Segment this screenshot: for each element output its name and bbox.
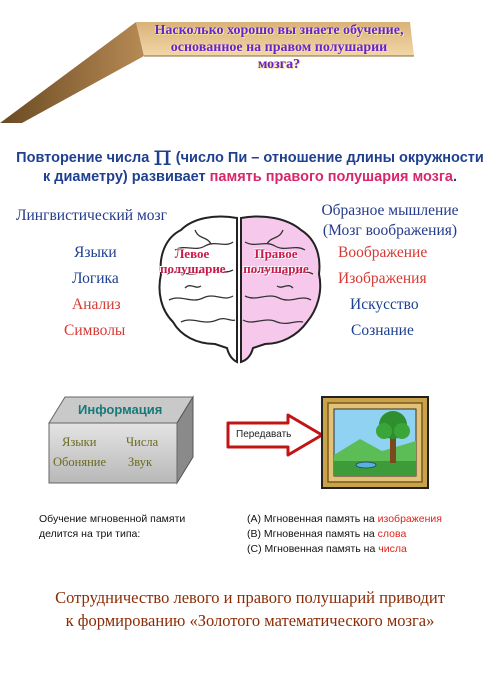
left-brain-heading: Лингвистический мозг: [16, 207, 167, 224]
pi-intro: Повторение числа π (число Пи – отношение…: [0, 142, 500, 187]
intro-line2-start: к диаметру) развивает: [42, 169, 206, 185]
memory-intro: Обучение мгновенной памяти делится на тр…: [39, 512, 185, 542]
right-heading-line1: Образное мышление: [321, 202, 459, 219]
banner-title: Насколько хорошо вы знаете обучение, осн…: [148, 22, 410, 73]
intro-end: .: [452, 169, 458, 185]
left-label-line1: Левое: [174, 246, 210, 261]
info-word-numbers: Числа: [126, 435, 159, 449]
banner-title-line2: основанное на правом полушарии мозга?: [170, 40, 388, 72]
left-label-line2: полушарие: [160, 261, 226, 276]
pi-symbol: π: [153, 139, 172, 172]
memory-type-c-prefix: (C) Мгновенная память на: [247, 543, 376, 555]
banner-title-line1: Насколько хорошо вы знаете обучение,: [154, 23, 404, 38]
transfer-label: Передавать: [236, 429, 292, 440]
left-item-logic: Логика: [72, 270, 119, 287]
left-hemisphere-icon: [158, 215, 238, 364]
conclusion-line1: Сотрудничество левого и правого полушари…: [55, 588, 445, 607]
right-heading-line2: (Мозг воображения): [322, 222, 458, 239]
right-item-images: Изображения: [338, 270, 427, 287]
framed-landscape-icon: [321, 396, 429, 489]
memory-types-list: (A) Мгновенная память на изображения (B)…: [247, 512, 442, 557]
left-item-languages: Языки: [74, 244, 117, 261]
brain-illustration: [158, 215, 322, 364]
intro-highlight: память правого полушария мозга: [209, 169, 453, 185]
right-label-line1: Правое: [254, 246, 298, 261]
memory-type-b: (B) Мгновенная память на слова: [247, 527, 442, 542]
intro-before-pi: Повторение числа: [16, 150, 150, 166]
memory-type-a-highlight: изображения: [377, 513, 442, 525]
right-item-consciousness: Сознание: [351, 322, 414, 339]
right-brain-heading: Образное мышление (Мозг воображения): [310, 201, 470, 241]
memory-type-b-highlight: слова: [377, 528, 407, 540]
memory-type-c-highlight: числа: [378, 543, 407, 555]
right-item-imagination: Воображение: [338, 244, 428, 261]
memory-type-b-prefix: (B) Мгновенная память на: [247, 528, 375, 540]
left-item-symbols: Символы: [64, 322, 126, 339]
information-box: [48, 395, 194, 485]
memory-type-a-prefix: (A) Мгновенная память на: [247, 513, 375, 525]
right-item-art: Искусство: [350, 296, 419, 313]
right-hemisphere-label: Правое полушарие: [242, 246, 310, 276]
info-word-smell: Обоняние: [53, 455, 107, 469]
memory-intro-line1: Обучение мгновенной памяти: [39, 513, 186, 525]
memory-type-a: (A) Мгновенная память на изображения: [247, 512, 442, 527]
conclusion-line2: к формированию «Золотого математического…: [65, 611, 435, 630]
intro-after-pi: (число Пи – отношение длины окружности: [175, 150, 484, 166]
right-hemisphere-icon: [240, 215, 322, 364]
left-hemisphere-label: Левое полушарие: [160, 246, 226, 276]
info-word-sound: Звук: [128, 455, 153, 469]
left-item-analysis: Анализ: [72, 296, 121, 313]
transfer-arrow-icon: [226, 413, 324, 457]
pyramid-banner: [0, 22, 414, 123]
memory-type-c: (C) Мгновенная память на числа: [247, 542, 442, 557]
conclusion: Сотрудничество левого и правого полушари…: [0, 586, 500, 632]
right-label-line2: полушарие: [243, 261, 309, 276]
info-box-title: Информация: [78, 402, 163, 417]
info-word-languages: Языки: [62, 435, 97, 449]
memory-intro-line2: делится на три типа:: [39, 528, 141, 540]
